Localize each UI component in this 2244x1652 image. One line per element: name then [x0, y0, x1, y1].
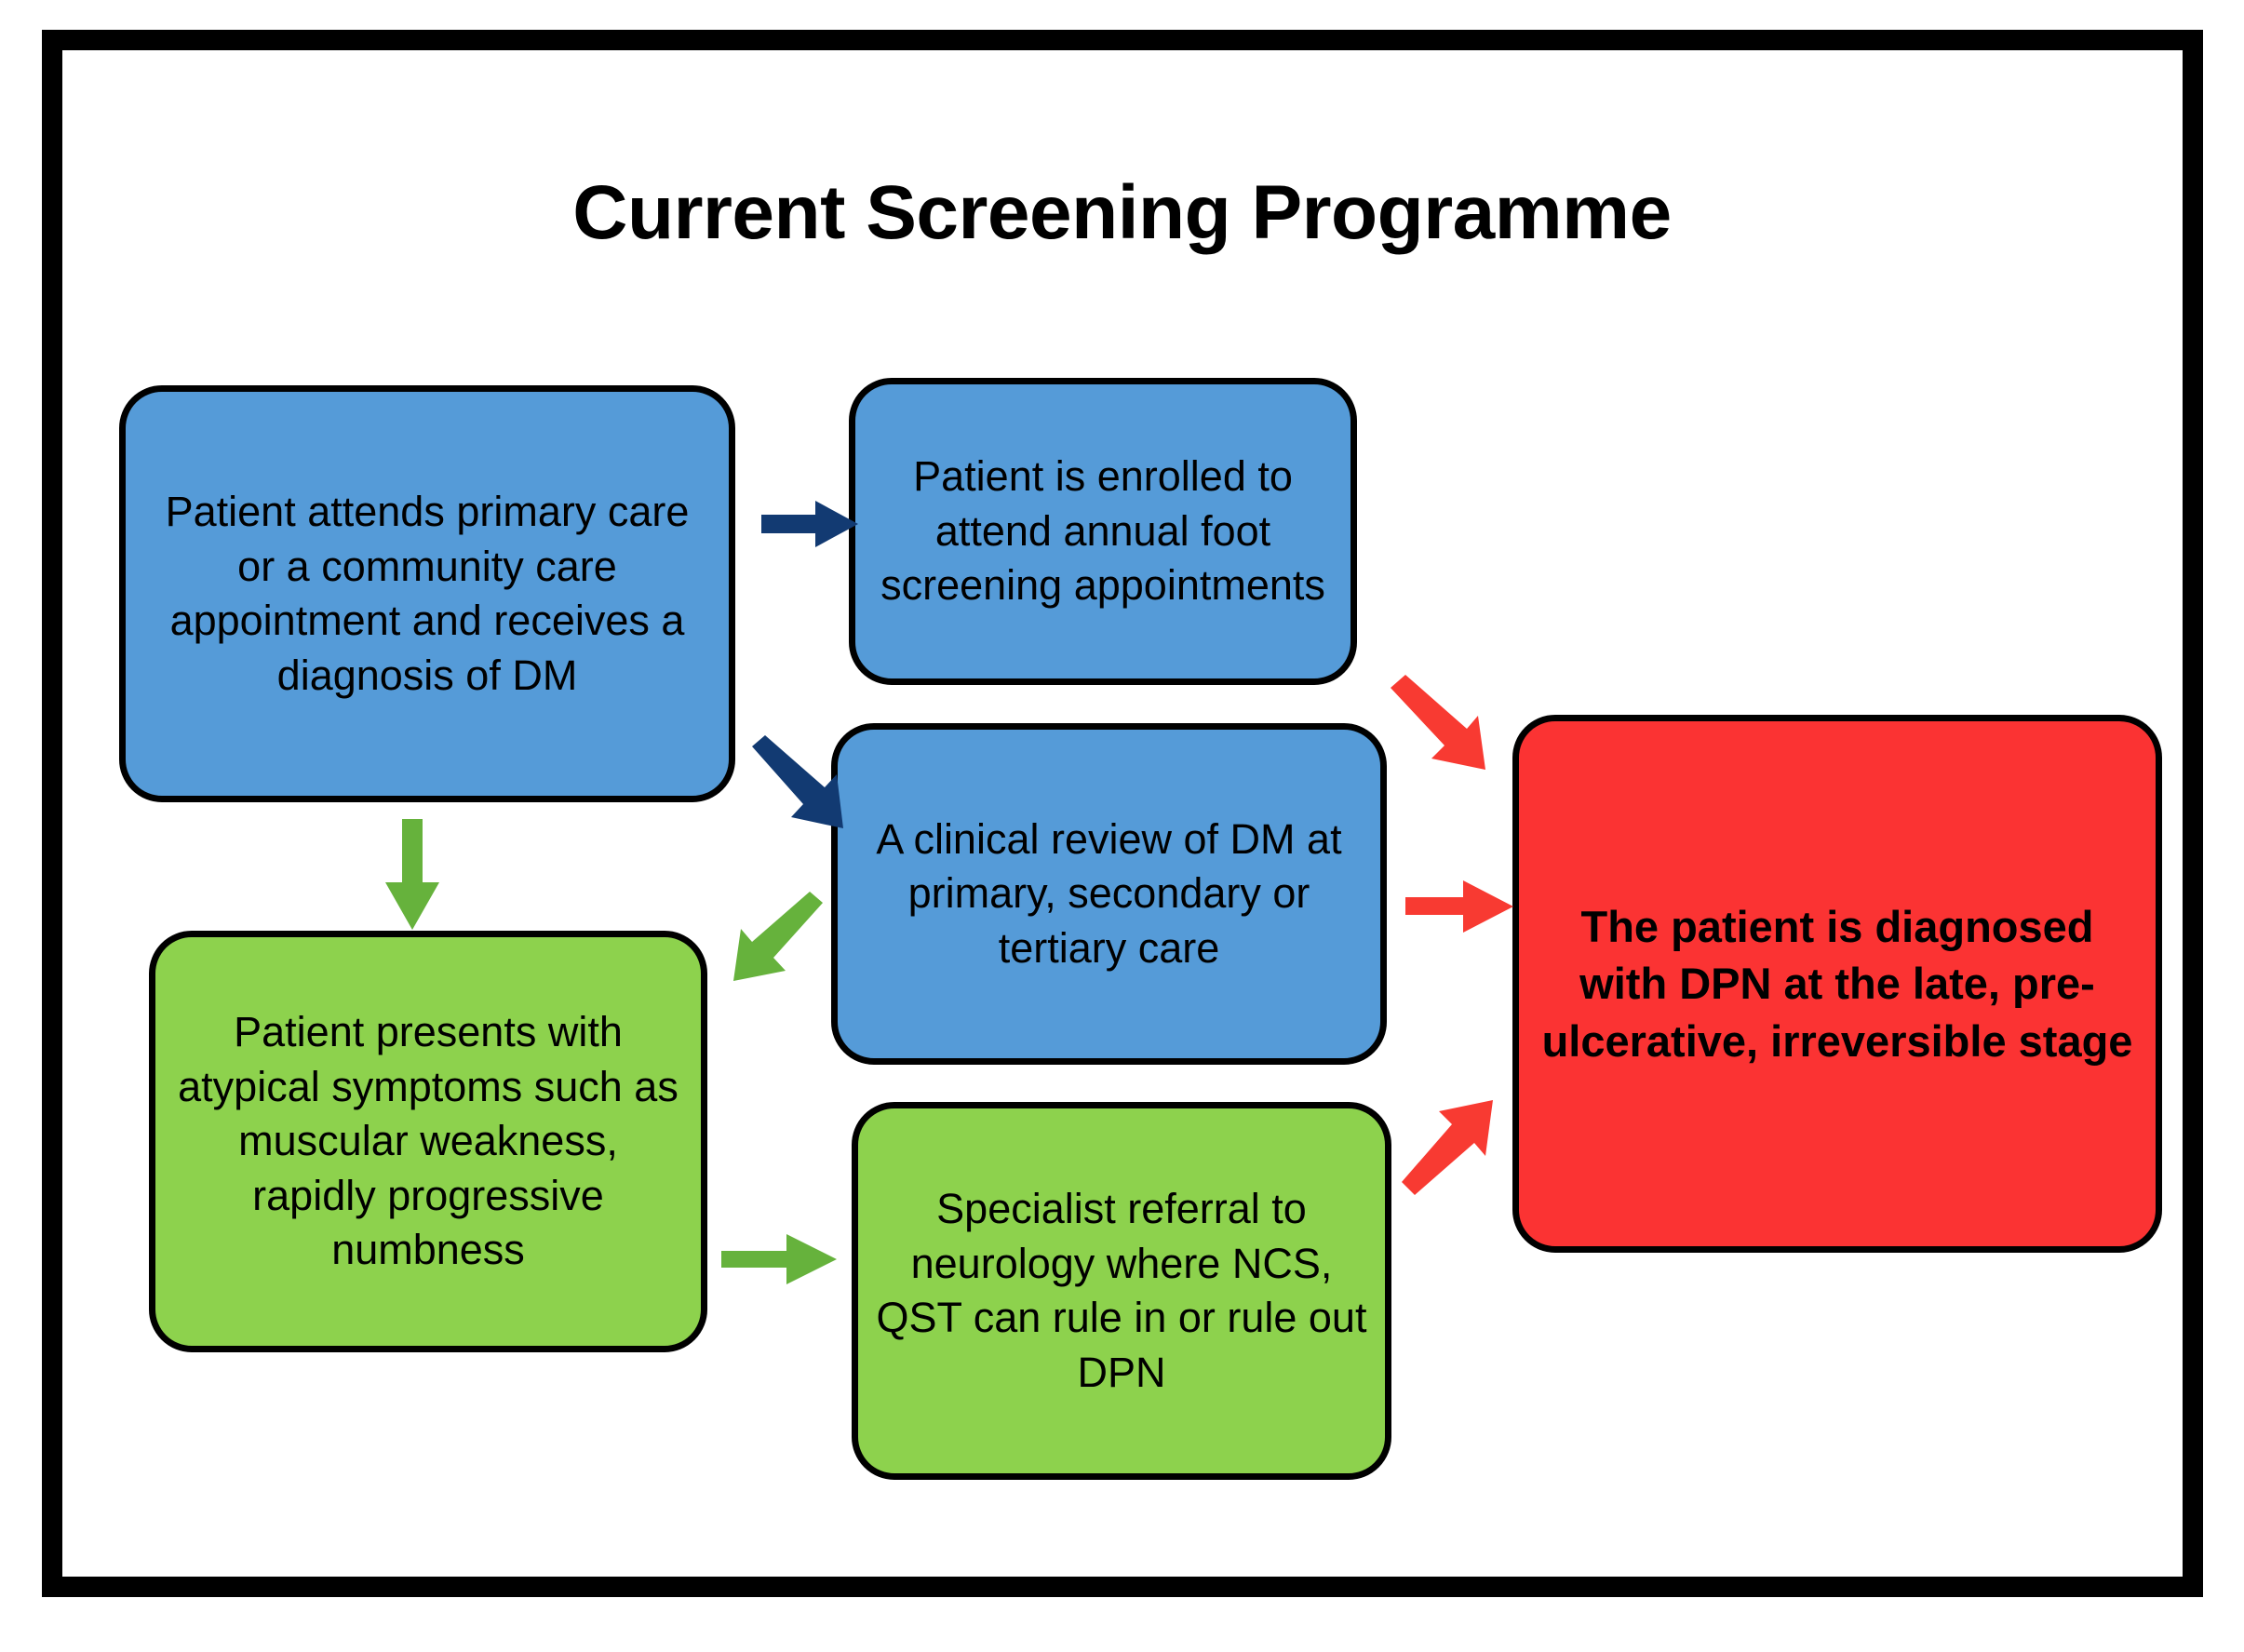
node-clinical-review[interactable]: A clinical review of DM at primary, seco…: [831, 723, 1387, 1065]
node-dpn-late-diagnosis[interactable]: The patient is diagnosed with DPN at the…: [1512, 715, 2162, 1253]
node-atypical-symptoms-label: Patient presents with atypical symptoms …: [178, 1008, 679, 1274]
page-title: Current Screening Programme: [572, 170, 1672, 255]
arrow-dm-to-clinical-review-icon: [745, 735, 864, 838]
arrow-dm-to-atypical-symptoms-icon: [383, 819, 441, 933]
arrow-clinical-review-to-dpn-icon: [1405, 879, 1517, 936]
arrow-specialist-to-dpn-icon: [1396, 1091, 1515, 1195]
node-specialist-referral-label: Specialist referral to neurology where N…: [876, 1185, 1367, 1396]
node-clinical-review-label: A clinical review of DM at primary, seco…: [876, 814, 1342, 972]
node-dpn-late-diagnosis-label: The patient is diagnosed with DPN at the…: [1541, 902, 2133, 1066]
slide-border-frame: [42, 30, 2203, 1597]
node-dm-diagnosis-label: Patient attends primary care or a commun…: [165, 488, 690, 699]
node-specialist-referral[interactable]: Specialist referral to neurology where N…: [852, 1102, 1391, 1480]
node-annual-screening-label: Patient is enrolled to attend annual foo…: [880, 452, 1325, 610]
arrow-clinical-review-to-atypical-icon: [719, 892, 830, 988]
arrow-dm-to-annual-screening-icon: [761, 497, 864, 551]
node-annual-screening[interactable]: Patient is enrolled to attend annual foo…: [849, 378, 1357, 685]
arrow-atypical-to-specialist-icon: [721, 1230, 842, 1288]
arrow-annual-screening-to-dpn-icon: [1385, 675, 1506, 777]
node-dm-diagnosis[interactable]: Patient attends primary care or a commun…: [119, 385, 735, 802]
node-atypical-symptoms[interactable]: Patient presents with atypical symptoms …: [149, 931, 707, 1352]
